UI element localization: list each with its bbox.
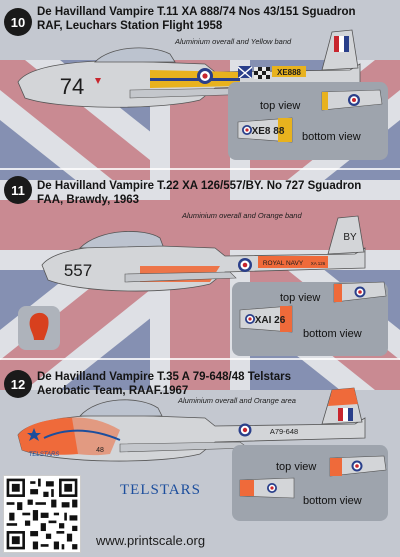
qr-code[interactable] <box>3 475 81 553</box>
profile-11: 11 De Havilland Vampire T.22 XA 126/557/… <box>0 170 400 360</box>
profile-10: 10 De Havilland Vampire T.11 XA 888/74 N… <box>0 0 400 170</box>
qr-code-icon <box>4 476 80 552</box>
color-note: Aluminium overall and Yellow band <box>175 37 292 46</box>
nose-code: 557 <box>64 261 92 280</box>
underwing-serial: XE8 88 <box>252 126 285 137</box>
nose-script: TELSTARS <box>29 452 60 458</box>
profile-title-line1: De Havilland Vampire T.35 A 79-648/48 Te… <box>37 371 291 383</box>
wing-views: XAI 26 <box>239 281 387 333</box>
profile-12: 12 De Havilland Vampire T.35 A 79-648/48… <box>0 360 400 530</box>
top-view-label: top view <box>280 292 321 304</box>
nose-code: 48 <box>96 447 104 454</box>
profile-title-line2: RAF, Leuchars Station Flight 1958 <box>37 20 223 32</box>
profile-number: 12 <box>4 370 32 398</box>
boom-serial: XA 126 <box>311 261 326 266</box>
aircraft-side-profile: A79-648 TELSTARS 48 <box>17 387 366 462</box>
profile-number: 11 <box>4 176 32 204</box>
color-note: Aluminium overall and Orange band <box>182 211 302 220</box>
website-link[interactable]: www.printscale.org <box>96 533 206 548</box>
aircraft-side-profile: XE888 74 <box>17 29 361 108</box>
fuselage-serial: XE888 <box>277 68 302 77</box>
top-view-label: top view <box>276 461 317 473</box>
telstars-logo-text: TELSTARS <box>120 482 201 498</box>
squadron-badge-icon <box>29 312 49 340</box>
wing-views: XE8 88 <box>237 89 383 143</box>
bottom-view-label: bottom view <box>303 495 362 507</box>
underwing-serial: XAI 26 <box>255 315 286 326</box>
color-note: Aluminium overall and Orange area <box>178 396 296 405</box>
bottom-view-label: bottom view <box>302 131 361 143</box>
nose-code: 74 <box>60 74 84 99</box>
profile-title-line2: Aerobatic Team, RAAF.1967 <box>37 385 189 397</box>
fuselage-serial: A79-648 <box>270 427 298 436</box>
tail-code: BY <box>343 232 357 243</box>
bottom-view-label: bottom view <box>303 328 362 340</box>
profile-number: 10 <box>4 8 32 36</box>
aircraft-side-profile: BY ROYAL NAVY XA 126 557 <box>41 215 366 292</box>
boom-text: ROYAL NAVY <box>263 260 304 267</box>
profile-title-line1: De Havilland Vampire T.22 XA 126/557/BY.… <box>37 180 362 192</box>
top-view-label: top view <box>260 100 301 112</box>
wing-views <box>239 455 387 499</box>
profile-title-line1: De Havilland Vampire T.11 XA 888/74 Nos … <box>37 6 356 18</box>
profile-title-line2: FAA, Brawdy, 1963 <box>37 194 140 206</box>
